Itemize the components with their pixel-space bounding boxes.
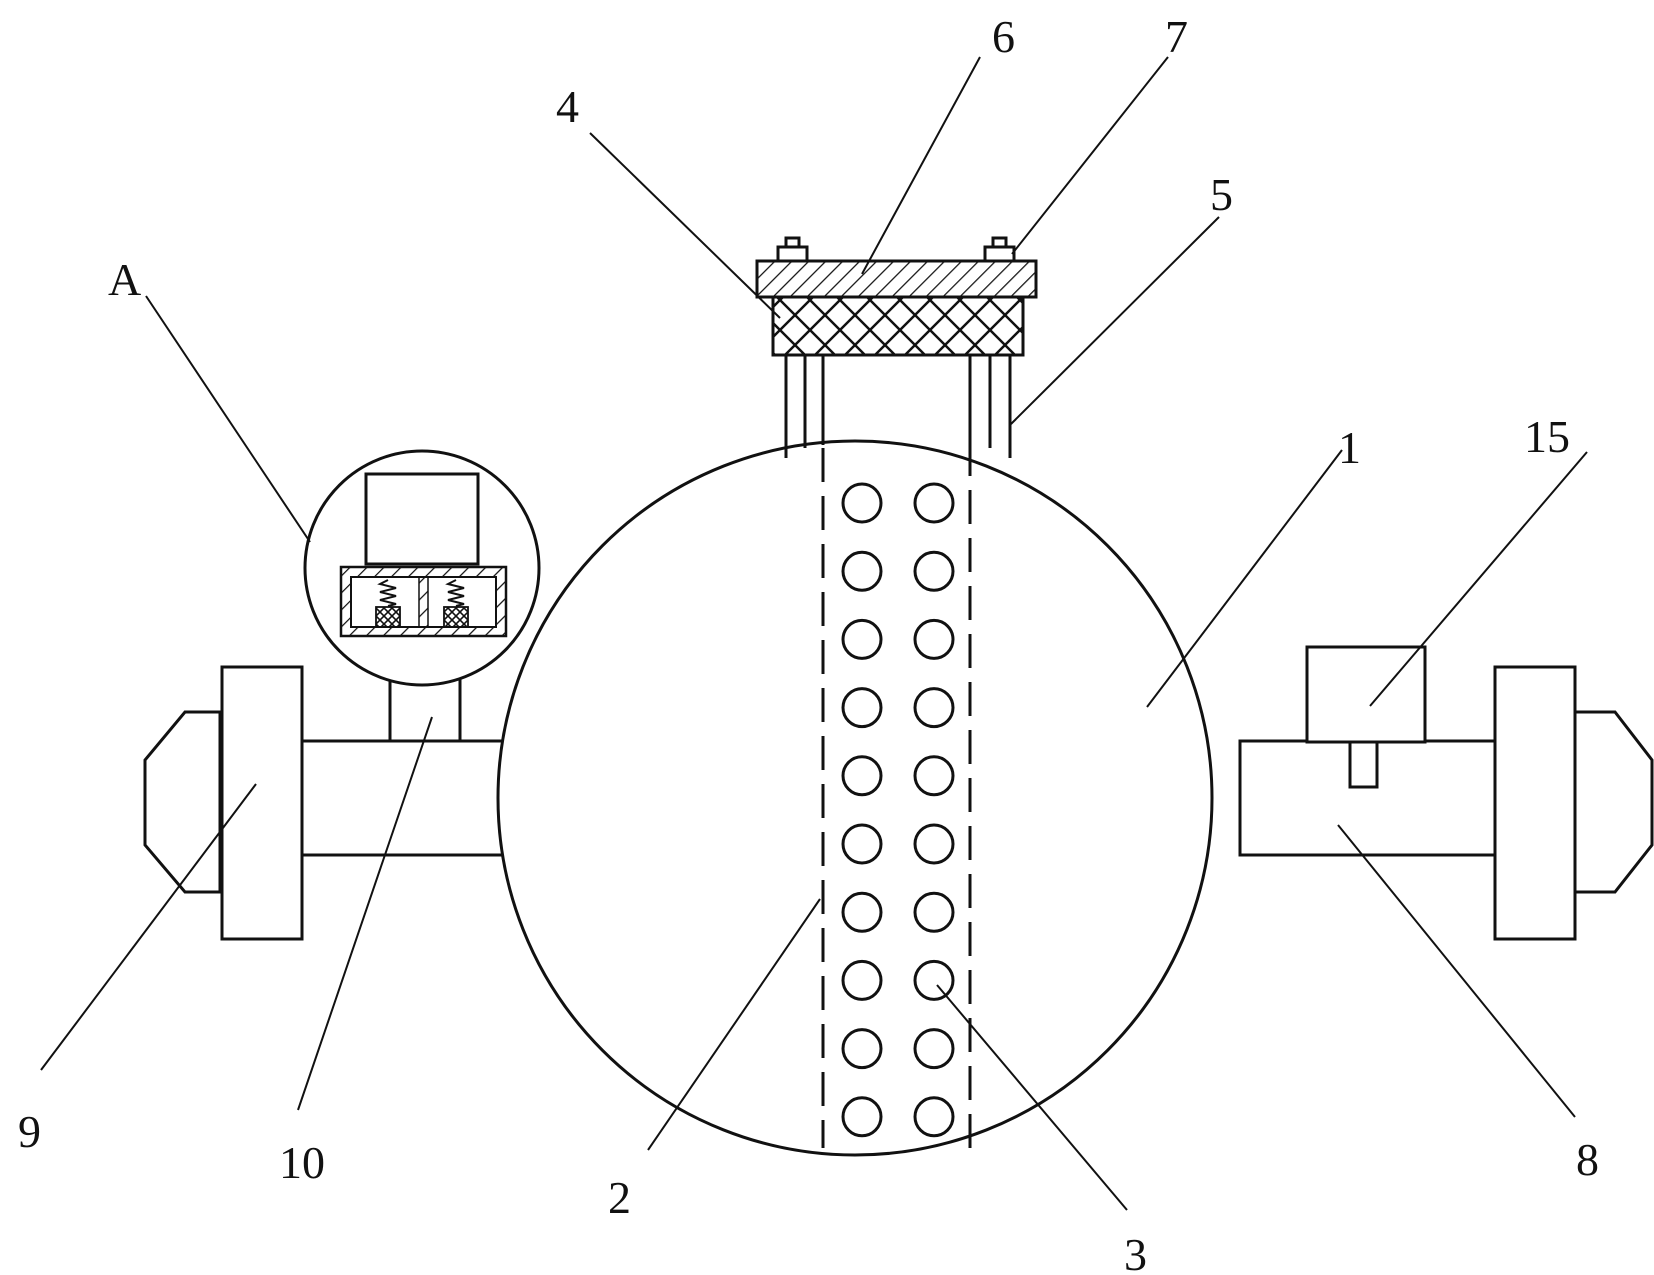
sensor-box bbox=[1305, 645, 1427, 789]
hole-r4-c2 bbox=[913, 687, 955, 729]
hole-r8-c2 bbox=[913, 959, 955, 1001]
label-5: 5 bbox=[1210, 169, 1233, 220]
leader-lines bbox=[40, 56, 1588, 1211]
leader-9 bbox=[40, 783, 257, 1071]
holes-grid bbox=[841, 482, 955, 1138]
leader-a bbox=[145, 295, 311, 543]
hole-r1-c2 bbox=[913, 482, 955, 524]
label-10: 10 bbox=[279, 1137, 325, 1188]
hole-r5-c1 bbox=[841, 755, 883, 797]
hole-r9-c1 bbox=[841, 1028, 883, 1070]
leader-8 bbox=[1337, 824, 1576, 1118]
hole-r3-c1 bbox=[841, 618, 883, 660]
detail-circle-a bbox=[303, 449, 541, 687]
hole-r6-c2 bbox=[913, 823, 955, 865]
bolts bbox=[776, 236, 1016, 263]
leader-7 bbox=[1011, 56, 1169, 255]
label-3: 3 bbox=[1124, 1229, 1147, 1275]
leader-2 bbox=[647, 898, 821, 1151]
label-6: 6 bbox=[992, 11, 1015, 62]
label-7: 7 bbox=[1165, 11, 1188, 62]
hole-r1-c1 bbox=[841, 482, 883, 524]
hole-r10-c2 bbox=[913, 1096, 955, 1138]
label-a: A bbox=[108, 254, 141, 305]
top-plate bbox=[755, 259, 1038, 299]
label-1: 1 bbox=[1338, 422, 1361, 473]
right-end-cap bbox=[1573, 710, 1654, 894]
leader-6 bbox=[861, 56, 981, 275]
dashed-channel bbox=[821, 442, 972, 1148]
hole-r4-c1 bbox=[841, 687, 883, 729]
leader-4 bbox=[589, 132, 781, 319]
hole-r5-c2 bbox=[913, 755, 955, 797]
label-9: 9 bbox=[18, 1106, 41, 1157]
left-flange bbox=[220, 665, 304, 941]
label-8: 8 bbox=[1576, 1134, 1599, 1185]
hole-r10-c1 bbox=[841, 1096, 883, 1138]
hole-r7-c2 bbox=[913, 891, 955, 933]
label-2: 2 bbox=[608, 1172, 631, 1223]
left-end-cap bbox=[143, 710, 222, 894]
hole-r6-c1 bbox=[841, 823, 883, 865]
label-15: 15 bbox=[1524, 411, 1570, 462]
leader-1 bbox=[1146, 449, 1343, 708]
callout-labels: 1 2 3 4 5 6 7 8 9 10 15 A bbox=[18, 11, 1599, 1275]
hole-r9-c2 bbox=[913, 1028, 955, 1070]
hole-r8-c1 bbox=[841, 959, 883, 1001]
label-4: 4 bbox=[556, 81, 579, 132]
hole-r7-c1 bbox=[841, 891, 883, 933]
hole-r2-c1 bbox=[841, 550, 883, 592]
hole-r2-c2 bbox=[913, 550, 955, 592]
right-flange bbox=[1493, 665, 1577, 941]
main-body-circle bbox=[496, 439, 1214, 1157]
leader-15 bbox=[1369, 451, 1588, 707]
leader-5 bbox=[1010, 216, 1220, 425]
leader-10 bbox=[297, 716, 433, 1111]
hole-r3-c2 bbox=[913, 618, 955, 660]
leader-3 bbox=[936, 984, 1128, 1211]
cushion-block bbox=[771, 295, 1025, 357]
support-rods bbox=[784, 355, 1012, 458]
